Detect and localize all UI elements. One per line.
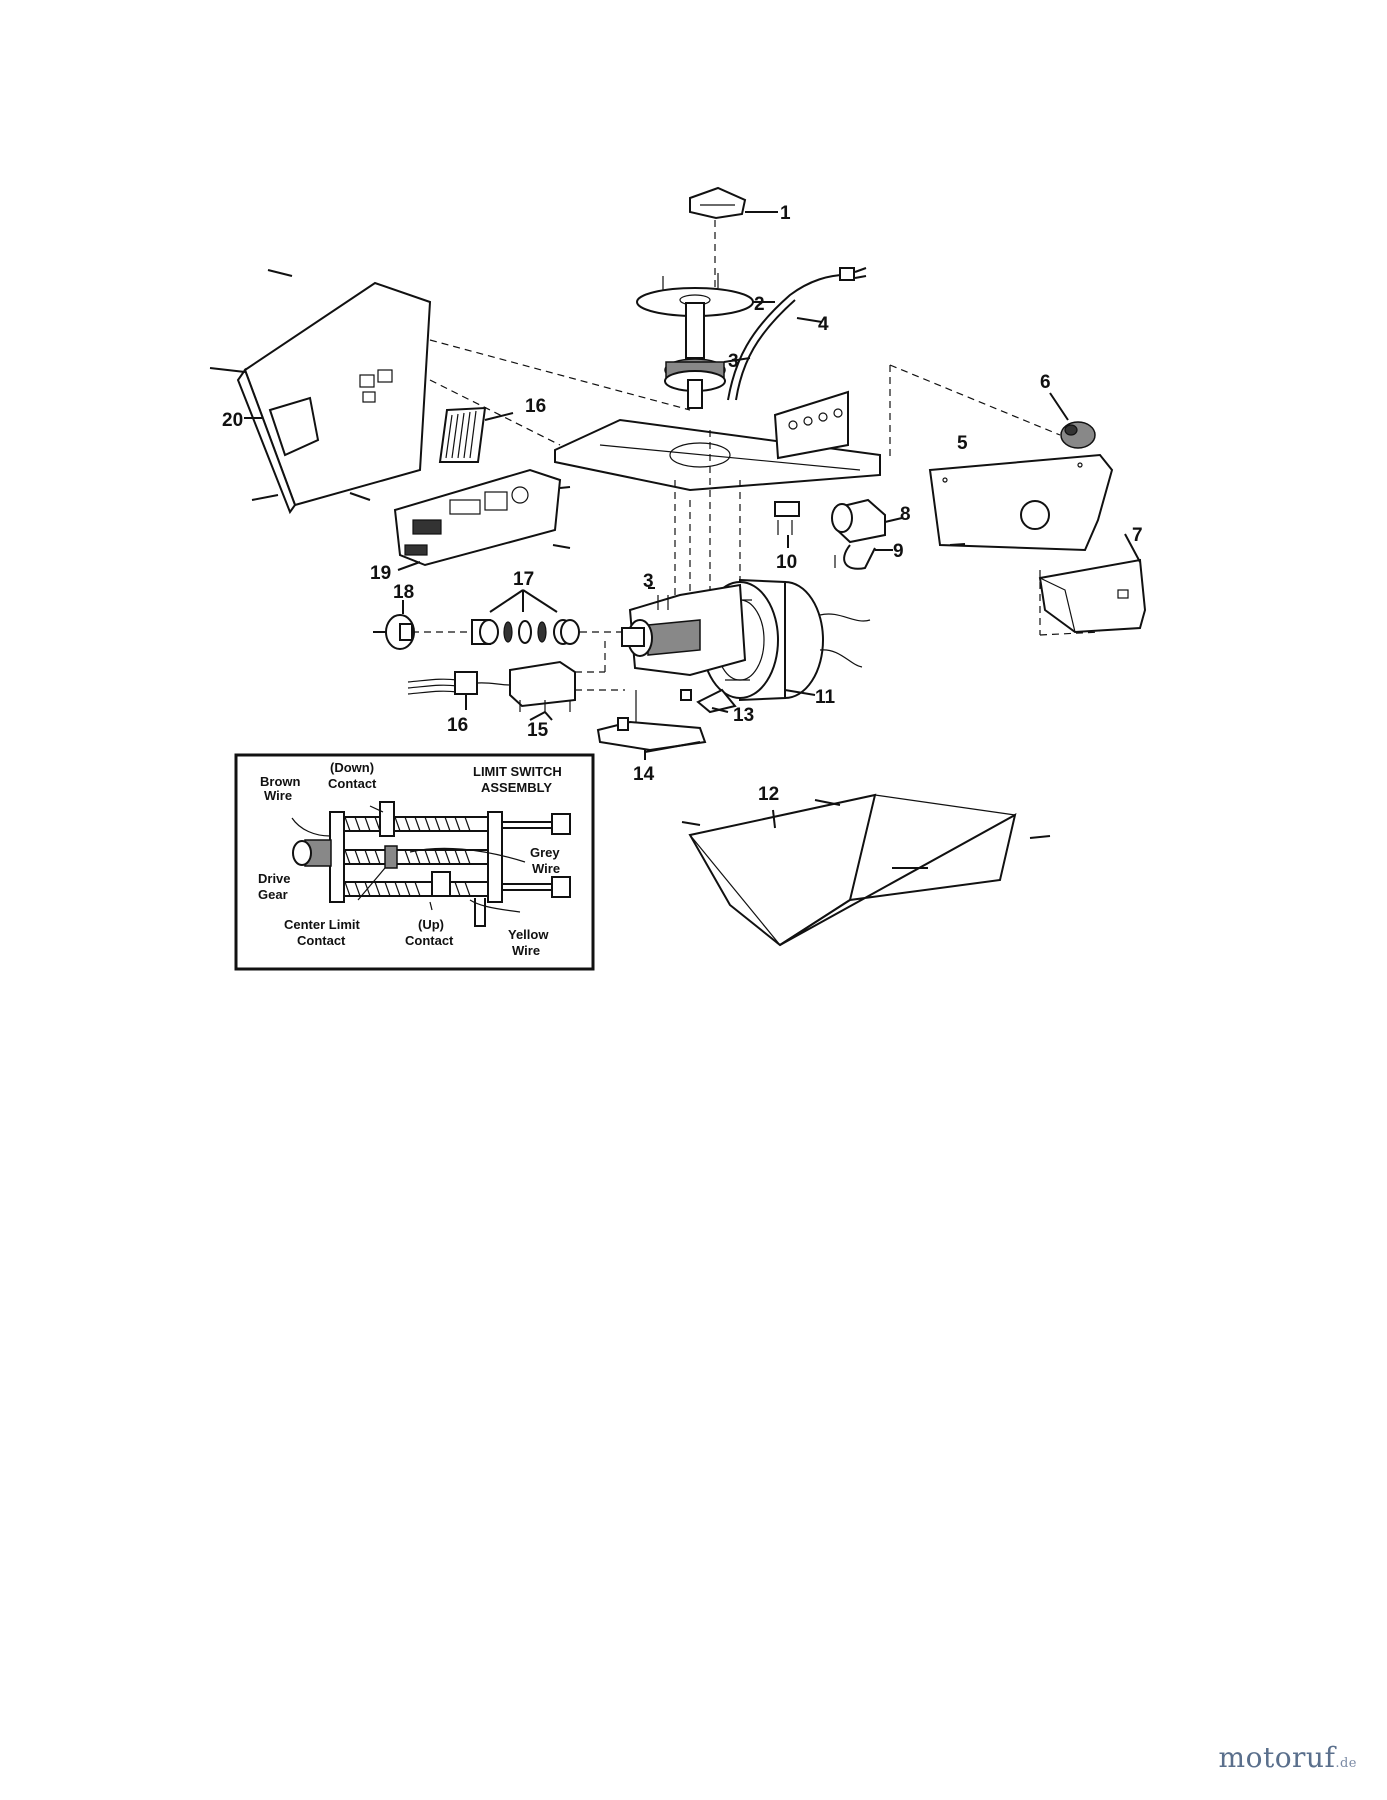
label-down-contact-1: (Down) <box>330 760 374 775</box>
part-1-bracket <box>689 186 778 220</box>
part-9-clip <box>834 544 893 570</box>
part-15-limit-switch <box>509 640 625 721</box>
part-3-worm-housing <box>621 583 747 677</box>
label-grey-wire-2: Wire <box>532 861 560 876</box>
chassis-frame <box>554 390 881 492</box>
label-part-11: 11 <box>815 687 836 708</box>
label-part-15: 15 <box>527 720 549 741</box>
part-14-bracket <box>596 690 707 760</box>
label-part-9: 9 <box>893 541 904 562</box>
part-8-light-socket <box>831 498 903 544</box>
label-up-contact-1: (Up) <box>418 917 444 932</box>
watermark-brand: motoruf <box>1218 1741 1336 1774</box>
label-drive-gear-1: Drive <box>258 871 291 886</box>
label-brown-wire-1: Brown <box>260 774 301 789</box>
label-part-17: 17 <box>513 569 534 590</box>
label-part-1: 1 <box>780 203 791 224</box>
label-drive-gear-2: Gear <box>258 887 288 902</box>
label-part-3-top: 3 <box>728 351 739 372</box>
limit-switch-inset: LIMIT SWITCH ASSEMBLY Brown Wire (Down) … <box>234 753 595 971</box>
label-up-contact-2: Contact <box>405 933 454 948</box>
watermark-logo: motoruf.de <box>1219 1741 1357 1774</box>
watermark-tld: .de <box>1335 1756 1357 1771</box>
part-4-power-cord <box>727 267 867 401</box>
label-down-contact-2: Contact <box>328 776 377 791</box>
label-part-18: 18 <box>393 582 414 603</box>
label-grey-wire-1: Grey <box>530 845 560 860</box>
part-18-cap <box>373 600 470 650</box>
label-part-16-top: 16 <box>525 396 546 417</box>
part-16-ribbon-cable <box>438 406 514 463</box>
label-part-8: 8 <box>900 504 911 525</box>
label-part-5: 5 <box>957 433 968 454</box>
label-part-12: 12 <box>758 784 779 805</box>
label-part-10: 10 <box>776 552 797 573</box>
part-19-circuit-board <box>393 468 571 571</box>
part-12-cover-tray <box>681 793 1051 947</box>
label-part-20: 20 <box>222 410 243 431</box>
inset-title-line2: ASSEMBLY <box>481 780 552 795</box>
part-20-cover <box>209 269 432 515</box>
label-part-19: 19 <box>370 563 391 584</box>
label-center-limit-1: Center Limit <box>284 917 361 932</box>
label-part-14: 14 <box>633 764 655 785</box>
label-part-6: 6 <box>1040 372 1051 393</box>
part-3-shaft-gear <box>664 302 751 409</box>
label-part-2: 2 <box>754 294 765 315</box>
inset-title-line1: LIMIT SWITCH <box>473 764 562 779</box>
part-16-harness <box>407 671 511 710</box>
label-brown-wire-2: Wire <box>264 788 292 803</box>
part-17-cams <box>471 589 622 645</box>
label-part-13: 13 <box>733 705 754 726</box>
part-5-side-panel <box>928 453 1114 552</box>
label-yellow-wire-1: Yellow <box>508 927 549 942</box>
part-6-knob <box>1049 392 1096 449</box>
label-yellow-wire-2: Wire <box>512 943 540 958</box>
label-part-16-lower: 16 <box>447 715 468 736</box>
label-part-4: 4 <box>818 314 829 335</box>
part-10-switch <box>774 501 800 548</box>
label-part-3-lower: 3 <box>643 571 654 592</box>
part-13-bolts <box>680 688 737 714</box>
label-center-limit-2: Contact <box>297 933 346 948</box>
label-part-7: 7 <box>1132 525 1143 546</box>
part-7-end-cap <box>1038 533 1147 634</box>
